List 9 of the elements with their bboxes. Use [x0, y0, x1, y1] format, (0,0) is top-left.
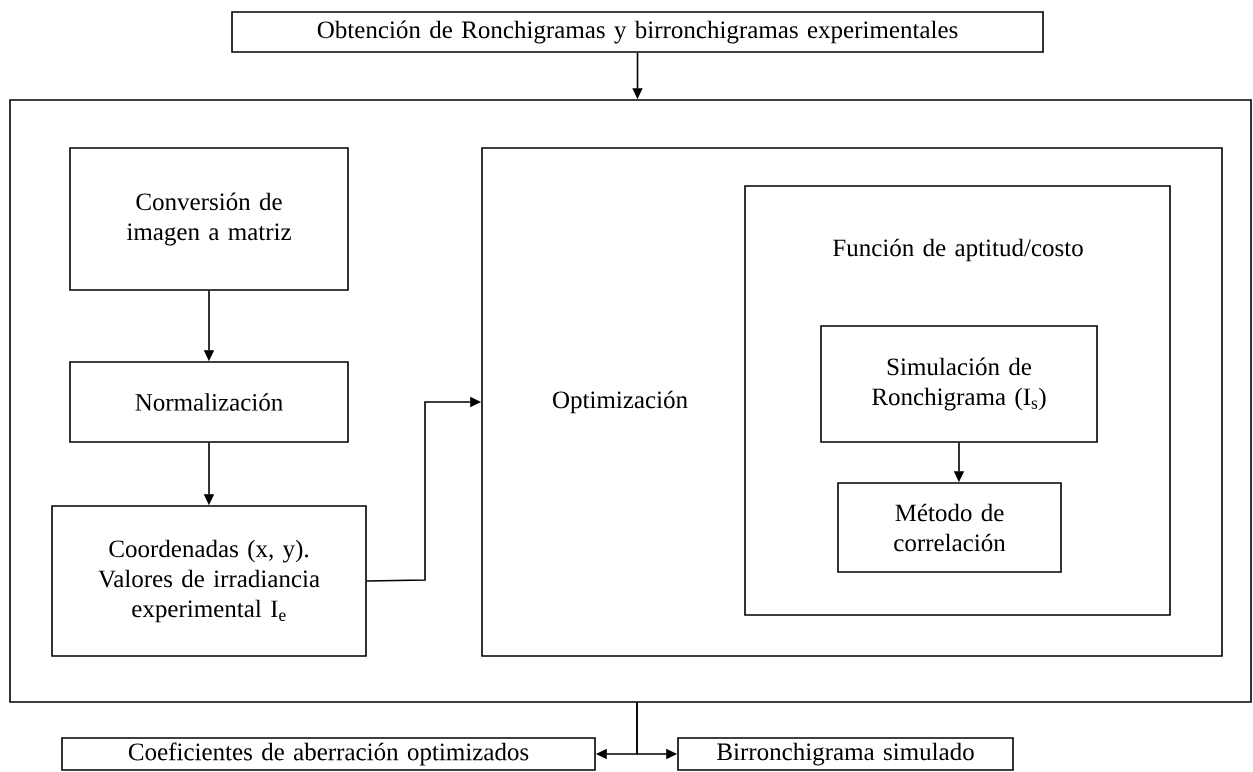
container-box [9, 99, 1252, 703]
process-box: Obtención de Ronchigramas y birronchigramas experimentales [231, 11, 1044, 53]
process-box: Método de correlación [837, 482, 1062, 573]
process-box: Coordenadas (x, y). Valores de irradiancia experimental I$_{e}$ [51, 505, 367, 657]
process-box: Birronchigrama simulado [677, 737, 1014, 771]
process-box: Conversión de imagen a matriz [69, 147, 349, 291]
process-box: Simulación de Ronchigrama (I$_{s}$) [820, 325, 1098, 443]
process-box: Coeficientes de aberración optimizados [61, 737, 596, 771]
process-box: Normalización [69, 361, 349, 443]
